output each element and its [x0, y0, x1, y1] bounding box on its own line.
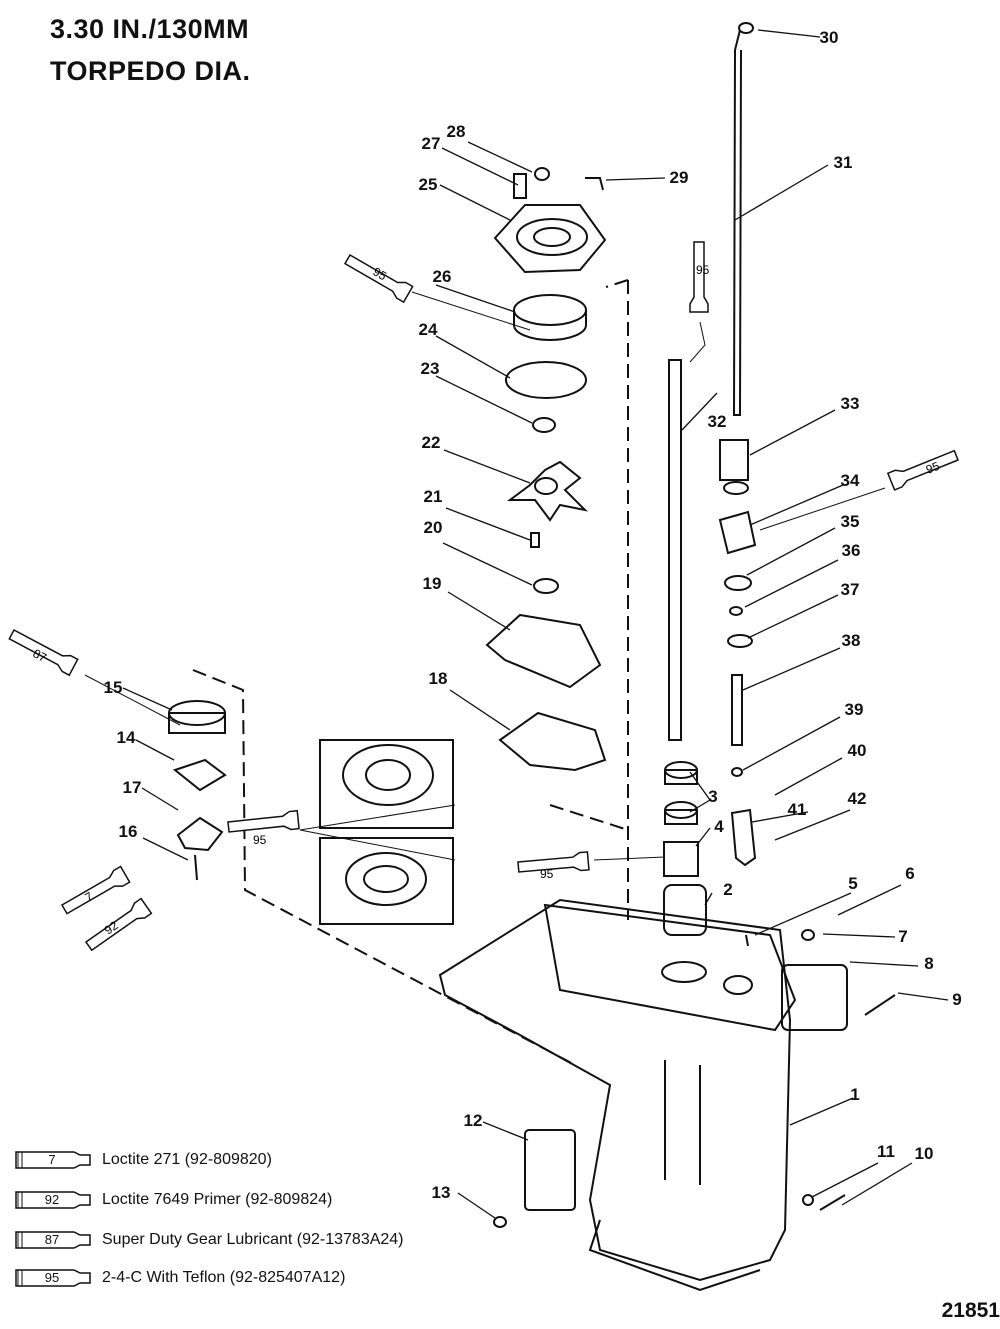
part-label-13: 13: [431, 1183, 451, 1202]
part-label-1: 1: [850, 1085, 860, 1104]
part-label-35: 35: [840, 512, 860, 531]
legend-tube-number: 7: [48, 1152, 56, 1167]
diagram-title-line2: TORPEDO DIA.: [50, 56, 251, 86]
part-label-28: 28: [446, 122, 466, 141]
part-label-16: 16: [118, 822, 138, 841]
tube-tag: 95: [924, 459, 942, 477]
part-label-19: 19: [422, 574, 442, 593]
part-label-26: 26: [432, 267, 452, 286]
tube-tag: 95: [371, 264, 390, 283]
part-label-39: 39: [844, 700, 864, 719]
face-plate: [485, 613, 602, 689]
impeller: [507, 460, 589, 522]
part-label-31: 31: [833, 153, 853, 172]
part-label-8: 8: [924, 954, 934, 973]
part-label-34: 34: [840, 471, 860, 490]
o-ring: [505, 361, 587, 399]
tube-icon: 92: [14, 1189, 92, 1211]
legend-tube-number: 87: [44, 1232, 60, 1247]
part-label-25: 25: [418, 175, 438, 194]
shift-shaft: [732, 29, 742, 416]
part-label-41: 41: [787, 800, 807, 819]
part-label-15: 15: [103, 678, 123, 697]
part-label-12: 12: [463, 1111, 483, 1130]
part-label-38: 38: [841, 631, 861, 650]
drawing-code: 21851: [941, 1299, 1000, 1322]
tube-icon: 7: [14, 1149, 92, 1171]
legend-text: Super Duty Gear Lubricant (92-13783A24): [102, 1231, 404, 1248]
part-label-33: 33: [840, 394, 860, 413]
tube-tag: 95: [696, 263, 710, 277]
part-label-32: 32: [707, 412, 727, 431]
legend-item: 7 Loctite 271 (92-809820): [14, 1148, 272, 1172]
part-label-30: 30: [819, 28, 839, 47]
bearing-sleeve: [663, 884, 707, 936]
legend-text: 2-4-C With Teflon (92-825407A12): [102, 1269, 346, 1286]
gasket: [498, 711, 607, 772]
part-label-7: 7: [898, 927, 908, 946]
part-label-2: 2: [723, 880, 733, 899]
legend-item: 87 Super Duty Gear Lubricant (92-13783A2…: [14, 1228, 404, 1252]
part-label-21: 21: [423, 487, 443, 506]
legend-tube-number: 95: [44, 1270, 60, 1285]
tube-icon: [8, 241, 959, 952]
bearing-inset-upper: [319, 739, 454, 829]
water-pump-base: [493, 204, 607, 274]
part-label-14: 14: [116, 728, 136, 747]
legend-text: Loctite 271 (92-809820): [102, 1151, 272, 1168]
legend-tube-number: 92: [44, 1192, 60, 1207]
part-label-3: 3: [708, 787, 718, 806]
driveshaft: [668, 359, 682, 741]
part-label-24: 24: [418, 320, 438, 339]
part-label-23: 23: [420, 359, 440, 378]
tube-icon: 87: [14, 1229, 92, 1251]
part-label-22: 22: [421, 433, 441, 452]
tube-icon: 95: [14, 1267, 92, 1289]
tube-tag: 95: [253, 833, 267, 847]
part-label-29: 29: [669, 168, 689, 187]
part-label-18: 18: [428, 669, 448, 688]
part-label-40: 40: [847, 741, 867, 760]
diagram-title-line1: 3.30 IN./130MM: [50, 14, 250, 44]
tube-tag: 95: [540, 867, 554, 881]
part-label-5: 5: [848, 874, 858, 893]
part-label-4: 4: [714, 817, 724, 836]
part-label-11: 11: [877, 1142, 895, 1161]
part-label-20: 20: [423, 518, 443, 537]
driveshaft-housing: [438, 898, 792, 1282]
part-label-37: 37: [840, 580, 860, 599]
part-label-36: 36: [841, 541, 861, 560]
part-label-42: 42: [847, 789, 867, 808]
part-label-6: 6: [905, 864, 915, 883]
part-label-10: 10: [914, 1144, 934, 1163]
part-label-9: 9: [952, 990, 962, 1009]
bearing-inset-lower: [319, 837, 454, 925]
legend-item: 92 Loctite 7649 Primer (92-809824): [14, 1188, 332, 1212]
part-label-17: 17: [122, 778, 142, 797]
legend-item: 95 2-4-C With Teflon (92-825407A12): [14, 1266, 345, 1290]
legend-text: Loctite 7649 Primer (92-809824): [102, 1191, 333, 1208]
part-label-27: 27: [421, 134, 441, 153]
pump-insert: [513, 294, 587, 326]
shift-cam: [730, 808, 757, 867]
tube-tag: 87: [31, 646, 50, 665]
